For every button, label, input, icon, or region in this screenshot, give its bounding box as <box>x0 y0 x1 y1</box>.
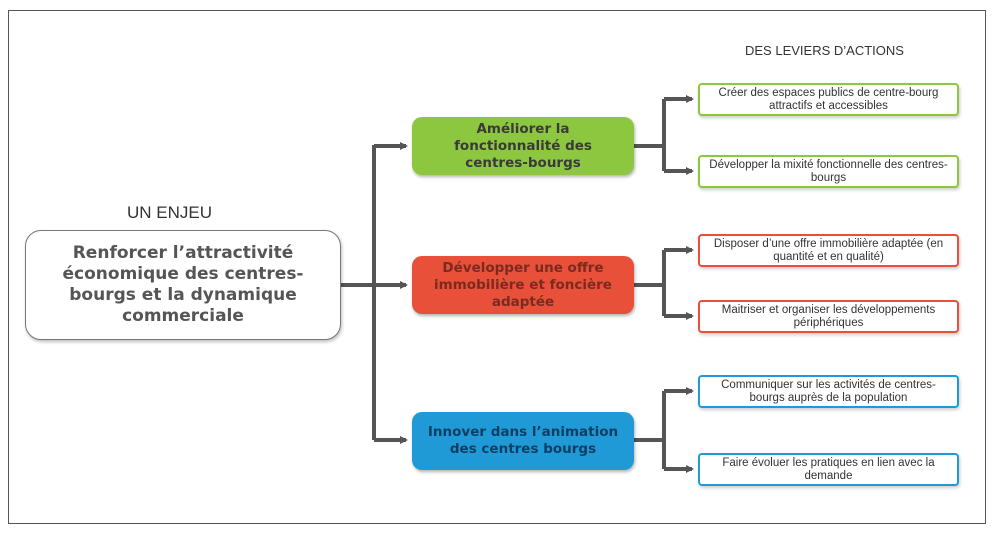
lever-real-estate-offer: Disposer d’une offre immobilière adaptée… <box>698 234 959 267</box>
enjeu-box: Renforcer l’attractivité économique des … <box>25 230 341 340</box>
lever-public-spaces: Créer des espaces publics de centre-bour… <box>698 83 959 116</box>
objective-functionality: Améliorer la fonctionnalité des centres-… <box>412 117 634 175</box>
lever-practices: Faire évoluer les pratiques en lien avec… <box>698 453 959 486</box>
enjeu-heading: UN ENJEU <box>127 203 213 222</box>
lever-communication: Communiquer sur les activités de centres… <box>698 375 959 408</box>
objective-animation: Innover dans l’animation des centres bou… <box>412 412 634 470</box>
leviers-heading: DES LEVIERS D’ACTIONS <box>745 43 904 58</box>
lever-peripheral-development: Maitriser et organiser les développement… <box>698 300 959 333</box>
lever-functional-mix: Développer la mixité fonctionnelle des c… <box>698 155 959 188</box>
objective-real-estate: Développer une offre immobilière et fonc… <box>412 256 634 314</box>
